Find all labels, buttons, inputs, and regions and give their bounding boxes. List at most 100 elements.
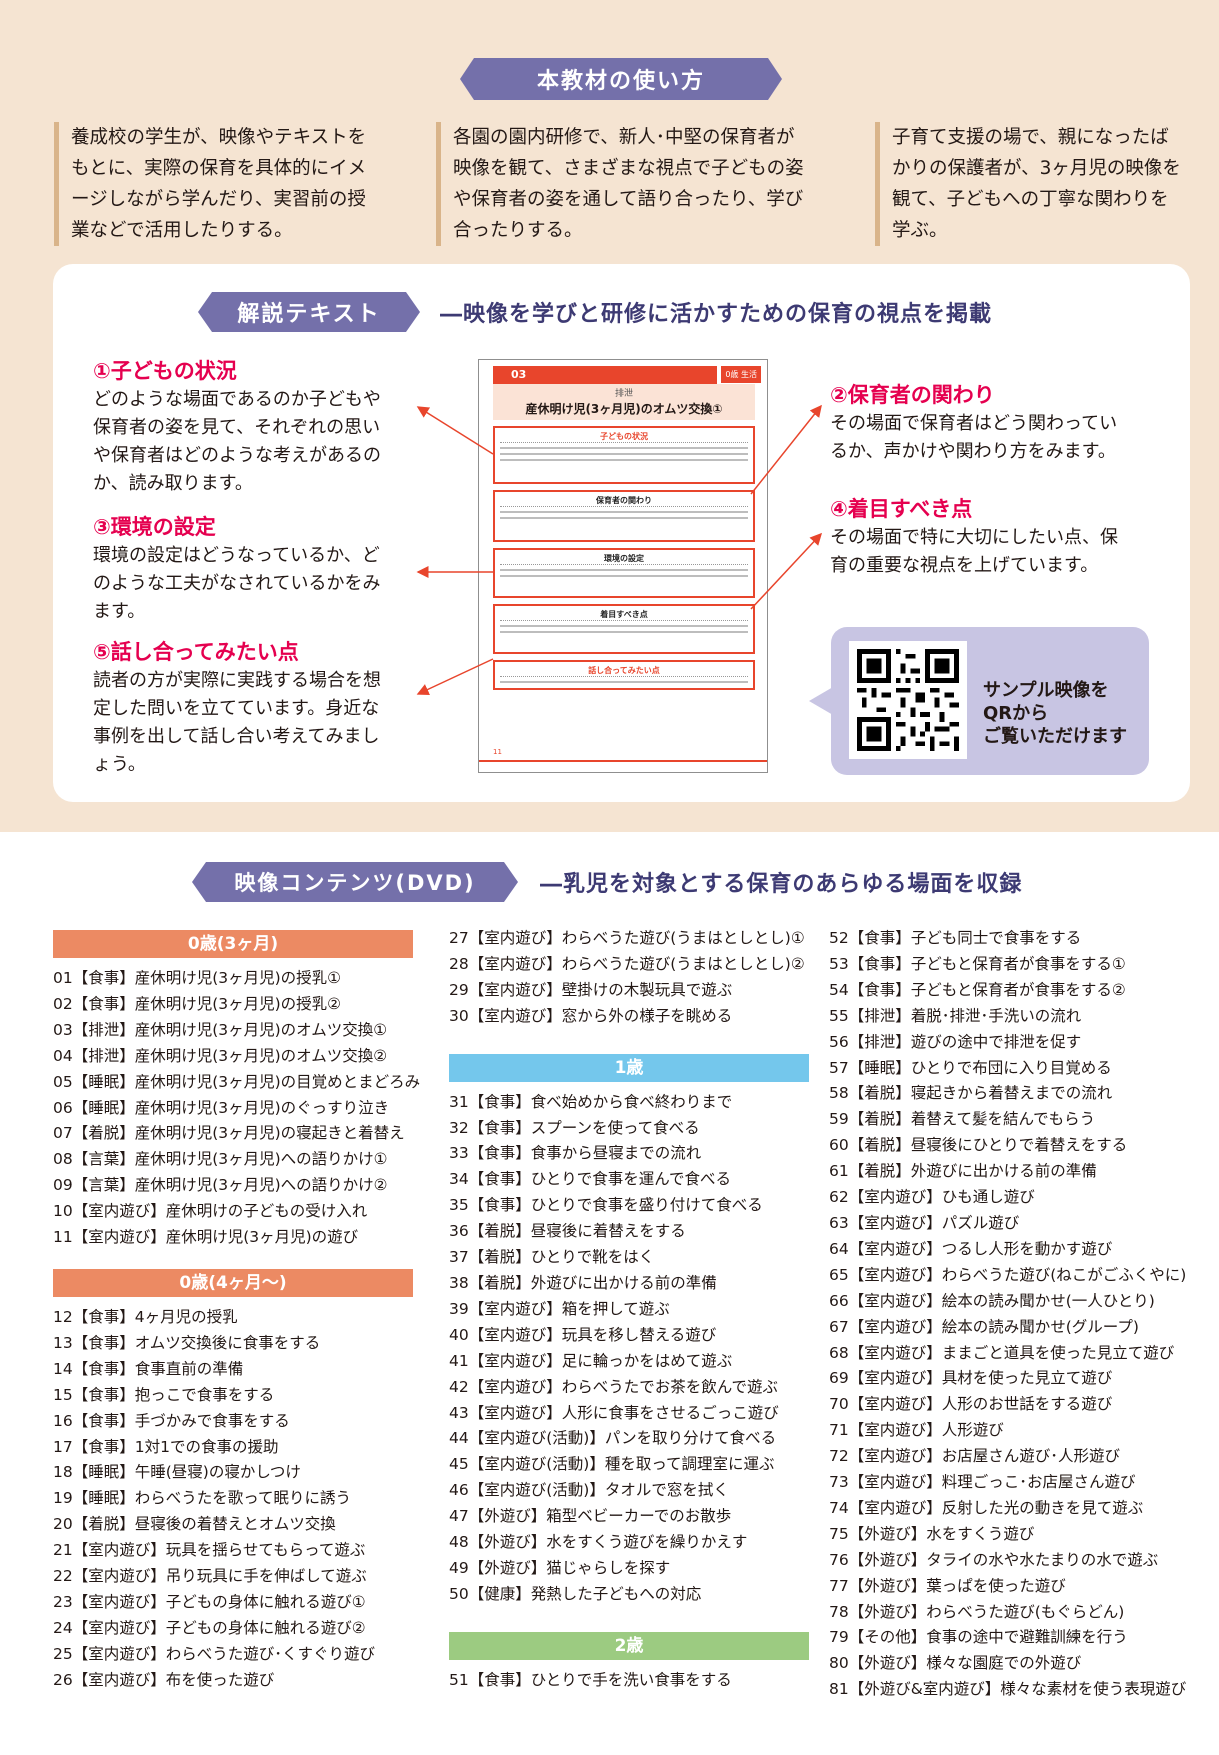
point-caregiver: ②保育者の関わり その場面で保育者はどう関わってい るか、声かけや関わり方をみま… bbox=[830, 380, 1160, 466]
qr-caption-line: ご覧いただけます bbox=[983, 726, 1127, 747]
list-item: 08【言葉】産休明け児(3ヶ月児)への語りかけ① bbox=[53, 1150, 388, 1169]
sample-page-number: 03 bbox=[493, 366, 717, 384]
list-item: 29【室内遊び】壁掛けの木製玩具で遊ぶ bbox=[449, 980, 733, 999]
point-line: 読者の方が実際に実践する場合を想 bbox=[93, 670, 381, 691]
qr-code-graphic bbox=[857, 649, 959, 751]
list-item: 12【食事】4ヶ月児の授乳 bbox=[53, 1307, 238, 1326]
sample-page-tag: 0歳 生活 bbox=[721, 366, 761, 383]
list-item: 22【室内遊び】吊り玩具に手を伸ばして遊ぶ bbox=[53, 1567, 367, 1586]
list-item: 03【排泄】産休明け児(3ヶ月児)のオムツ交換① bbox=[53, 1020, 388, 1039]
list-item: 36【着脱】昼寝後に着替えをする bbox=[449, 1222, 686, 1241]
point-line: 保育者の姿を見て、それぞれの思い bbox=[93, 417, 381, 438]
list-item: 77【外遊び】葉っぱを使った遊び bbox=[829, 1576, 1066, 1595]
usage-line: ージしながら学んだり、実習前の授 bbox=[71, 189, 366, 210]
list-item: 41【室内遊び】足に輪っかをはめて遊ぶ bbox=[449, 1351, 733, 1370]
list-item: 30【室内遊び】窓から外の様子を眺める bbox=[449, 1006, 733, 1025]
list-item: 19【睡眠】わらべうたを歌って眠りに誘う bbox=[53, 1489, 351, 1508]
sample-box-child: 子どもの状況 bbox=[493, 426, 755, 484]
list-item: 58【着脱】寝起きから着替えまでの流れ bbox=[829, 1084, 1113, 1103]
sample-page-no: 11 bbox=[493, 748, 502, 756]
sample-box-title: 話し合ってみたい点 bbox=[500, 665, 748, 677]
usage-line: 養成校の学生が、映像やテキストを bbox=[71, 127, 367, 148]
list-item: 43【室内遊び】人形に食事をさせるごっこ遊び bbox=[449, 1403, 779, 1422]
list-item: 73【室内遊び】料理ごっこ･お店屋さん遊び bbox=[829, 1473, 1136, 1492]
list-item: 40【室内遊び】玩具を移し替える遊び bbox=[449, 1325, 717, 1344]
point-title: ④着目すべき点 bbox=[830, 497, 973, 521]
point-title: ⑤話し合ってみたい点 bbox=[93, 640, 299, 664]
text-banner: 解説テキスト bbox=[198, 292, 420, 332]
sample-box-caregiver: 保育者の関わり bbox=[493, 490, 755, 542]
usage-line: 観て、子どもへの丁寧な関わりを bbox=[892, 189, 1169, 210]
list-item: 64【室内遊び】つるし人形を動かす遊び bbox=[829, 1239, 1113, 1258]
point-focus: ④着目すべき点 その場面で特に大切にしたい点、保 育の重要な視点を上げています。 bbox=[830, 494, 1160, 580]
point-line: ます。 bbox=[93, 601, 146, 622]
usage-banner: 本教材の使い方 bbox=[460, 58, 782, 100]
age-header-2: 2歳 bbox=[449, 1631, 809, 1660]
list-item: 75【外遊び】水をすくう遊び bbox=[829, 1524, 1035, 1543]
sample-box-title: 着目すべき点 bbox=[500, 609, 748, 621]
age-header-0-3m: 0歳(3ヶ月) bbox=[53, 930, 413, 958]
list-item: 81【外遊び&室内遊び】様々な素材を使う表現遊び bbox=[829, 1680, 1187, 1699]
list-item: 25【室内遊び】わらべうた遊び･くすぐり遊び bbox=[53, 1644, 375, 1663]
list-item: 33【食事】食事から昼寝までの流れ bbox=[449, 1144, 702, 1163]
list-item: 50【健康】発熱した子どもへの対応 bbox=[449, 1584, 702, 1603]
point-title: ①子どもの状況 bbox=[93, 359, 237, 383]
list-item: 15【食事】抱っこで食事をする bbox=[53, 1385, 275, 1404]
list-item: 71【室内遊び】人形遊び bbox=[829, 1421, 1004, 1440]
list-item: 53【食事】子どもと保育者が食事をする① bbox=[829, 954, 1126, 973]
list-item: 20【着脱】昼寝後の着替えとオムツ交換 bbox=[53, 1515, 336, 1534]
usage-line: 学ぶ。 bbox=[892, 220, 948, 241]
point-line: るか、声かけや関わり方をみます。 bbox=[830, 441, 1116, 462]
usage-item-students: 養成校の学生が、映像やテキストを もとに、実際の保育を具体的にイメ ージしながら… bbox=[54, 122, 424, 246]
sample-title: 産休明け児(3ヶ月児)のオムツ交換① bbox=[525, 402, 723, 416]
list-item: 60【着脱】昼寝後にひとりで着替えをする bbox=[829, 1136, 1128, 1155]
dvd-banner: 映像コンテンツ(DVD) bbox=[192, 862, 518, 902]
sample-box-discussion: 話し合ってみたい点 bbox=[493, 660, 755, 690]
list-item: 38【着脱】外遊びに出かける前の準備 bbox=[449, 1273, 717, 1292]
list-item: 35【食事】ひとりで食事を盛り付けて食べる bbox=[449, 1196, 763, 1215]
point-line: 定した問いを立てています。身近な bbox=[93, 698, 380, 719]
sample-box-title: 保育者の関わり bbox=[500, 495, 748, 507]
list-item: 07【着脱】産休明け児(3ヶ月児)の寝起きと着替え bbox=[53, 1124, 405, 1143]
dvd-column-2: 27【室内遊び】わらべうた遊び(うまはとしとし)① 28【室内遊び】わらべうた遊… bbox=[449, 926, 809, 1694]
qr-code-icon[interactable] bbox=[849, 641, 967, 759]
list-item: 39【室内遊び】箱を押して遊ぶ bbox=[449, 1299, 670, 1318]
age-header-1: 1歳 bbox=[449, 1053, 809, 1082]
point-environment: ③環境の設定 環境の設定はどうなっているか、ど のような工夫がなされているかをみ… bbox=[93, 512, 413, 626]
list-item: 67【室内遊び】絵本の読み聞かせ(グループ) bbox=[829, 1317, 1139, 1336]
list-item: 16【食事】手づかみで食事をする bbox=[53, 1411, 290, 1430]
age-header-0-4m: 0歳(4ヶ月〜) bbox=[53, 1268, 413, 1297]
point-body: 環境の設定はどうなっているか、ど のような工夫がなされているかをみ ます。 bbox=[93, 542, 413, 626]
list-item: 14【食事】食事直前の準備 bbox=[53, 1359, 244, 1378]
point-title: ②保育者の関わり bbox=[830, 383, 995, 407]
qr-caption-line: QRから bbox=[983, 703, 1049, 724]
usage-item-parents: 子育て支援の場で、親になったば かりの保護者が、3ヶ月児の映像を 観て、子どもへ… bbox=[875, 122, 1205, 246]
sample-footer-line bbox=[479, 760, 767, 762]
sample-box-environment: 環境の設定 bbox=[493, 548, 755, 598]
usage-line: 合ったりする。 bbox=[453, 220, 583, 241]
list-item: 61【着脱】外遊びに出かける前の準備 bbox=[829, 1162, 1097, 1181]
usage-line: 業などで活用したりする。 bbox=[71, 220, 293, 241]
dvd-column-3: 52【食事】子ども同士で食事をする 53【食事】子どもと保育者が食事をする① 5… bbox=[829, 926, 1209, 1703]
sample-box-focus: 着目すべき点 bbox=[493, 604, 755, 654]
list-item: 26【室内遊び】布を使った遊び bbox=[53, 1670, 275, 1689]
list-item: 69【室内遊び】具材を使った見立て遊び bbox=[829, 1369, 1113, 1388]
text-card: 解説テキスト ―映像を学びと研修に活かすための保育の視点を掲載 ①子どもの状況 … bbox=[53, 264, 1190, 802]
list-item: 55【排泄】着脱･排泄･手洗いの流れ bbox=[829, 1006, 1082, 1025]
point-line: 環境の設定はどうなっているか、ど bbox=[93, 545, 380, 566]
point-line: 育の重要な視点を上げています。 bbox=[830, 555, 1099, 576]
dvd-subtitle: ―乳児を対象とする保育のあらゆる場面を収録 bbox=[540, 872, 1023, 897]
list-item: 18【睡眠】午睡(昼寝)の寝かしつけ bbox=[53, 1463, 301, 1482]
list-item: 46【室内遊び(活動)】タオルで窓を拭く bbox=[449, 1481, 729, 1500]
list-item: 10【室内遊び】産休明けの子どもの受け入れ bbox=[53, 1202, 368, 1221]
list-item: 59【着脱】着替えて髪を結んでもらう bbox=[829, 1110, 1096, 1129]
qr-callout: サンプル映像を QRから ご覧いただけます bbox=[809, 627, 1149, 775]
list-item: 56【排泄】遊びの途中で排泄を促す bbox=[829, 1032, 1082, 1051]
list-item: 32【食事】スプーンを使って食べる bbox=[449, 1118, 700, 1137]
list-item: 21【室内遊び】玩具を揺らせてもらって遊ぶ bbox=[53, 1541, 366, 1560]
point-line: その場面で保育者はどう関わってい bbox=[830, 413, 1118, 434]
point-line: ょう。 bbox=[93, 754, 146, 775]
list-item: 52【食事】子ども同士で食事をする bbox=[829, 929, 1082, 947]
point-line: 事例を出して話し合い考えてみまし bbox=[93, 726, 380, 747]
point-line: や保育者はどのような考えがあるの bbox=[93, 445, 381, 466]
